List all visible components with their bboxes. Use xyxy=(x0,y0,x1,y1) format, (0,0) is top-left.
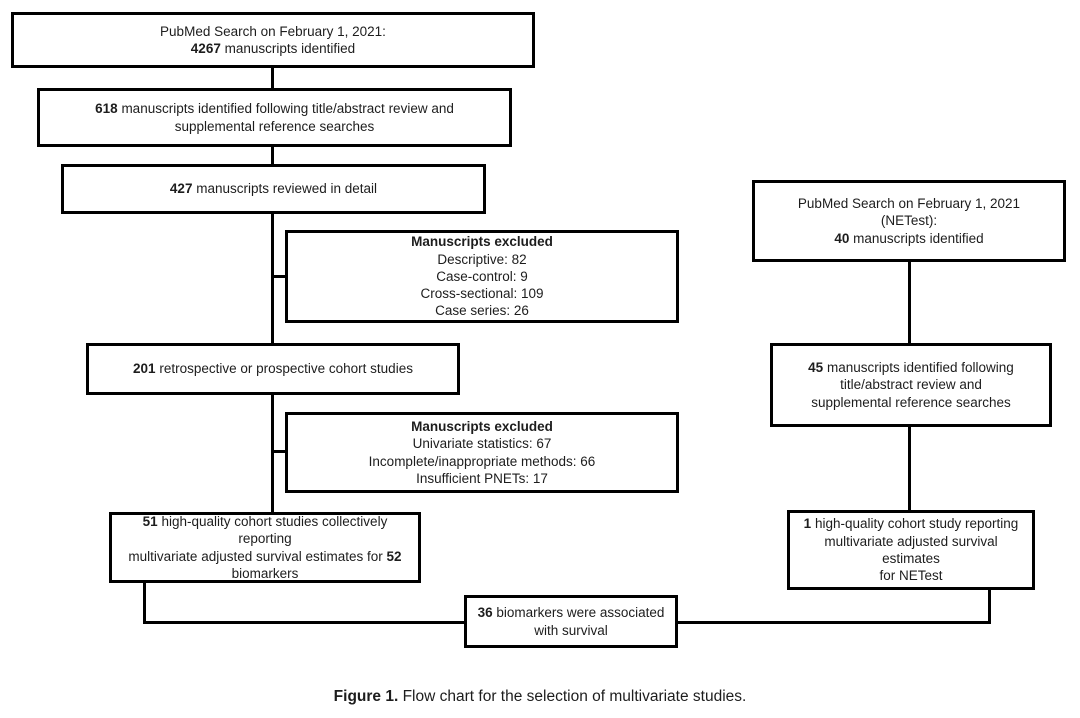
node-618-manuscripts: 618 manuscripts identified following tit… xyxy=(37,88,512,147)
node-line: for NETest xyxy=(879,568,943,584)
node-45-netest-manuscripts: 45 manuscripts identified following titl… xyxy=(770,343,1052,427)
node-line: multivariate adjusted survival estimates… xyxy=(128,548,402,564)
connector-45-to-netest1 xyxy=(908,425,911,512)
node-line: 40 manuscripts identified xyxy=(834,230,984,246)
node-line: 1 high-quality cohort study reporting xyxy=(803,516,1019,532)
node-line: (NETest): xyxy=(880,213,938,229)
node-line: supplemental reference searches xyxy=(174,118,375,134)
node-36-biomarkers: 36 biomarkers were associated with survi… xyxy=(464,595,678,648)
node-line: Cross-sectional: 109 xyxy=(420,286,544,302)
figure-caption: Figure 1. Flow chart for the selection o… xyxy=(0,688,1080,706)
node-line: title/abstract review and xyxy=(840,377,982,393)
node-header: Manuscripts excluded xyxy=(411,418,553,434)
node-line: Insufficient PNETs: 17 xyxy=(416,470,548,486)
node-line: biomarkers xyxy=(231,565,299,581)
node-line: 45 manuscripts identified following xyxy=(808,360,1014,376)
node-header: Manuscripts excluded xyxy=(411,234,553,250)
node-line: PubMed Search on February 1, 2021 xyxy=(797,196,1021,212)
node-line: Incomplete/inappropriate methods: 66 xyxy=(368,453,596,469)
node-1-netest-study: 1 high-quality cohort study reporting mu… xyxy=(787,510,1035,590)
node-manuscripts-excluded-2: Manuscripts excluded Univariate statisti… xyxy=(285,412,679,493)
node-201-cohort-studies: 201 retrospective or prospective cohort … xyxy=(86,343,460,395)
node-line: 4267 manuscripts identified xyxy=(190,41,356,56)
connector-201-to-51 xyxy=(271,393,274,514)
connector-left-to-36 xyxy=(143,621,466,624)
connector-branch-excluded-1 xyxy=(273,275,287,278)
node-line: 427 manuscripts reviewed in detail xyxy=(169,181,378,197)
connector-branch-excluded-2 xyxy=(273,450,287,453)
figure-caption-label: Figure 1. xyxy=(333,688,399,705)
connector-netest1-down xyxy=(988,588,991,624)
node-line: 618 manuscripts identified following tit… xyxy=(95,101,454,117)
node-pubmed-netest-search: PubMed Search on February 1, 2021 (NETes… xyxy=(752,180,1066,262)
node-line: multivariate adjusted survival estimates xyxy=(824,533,998,566)
node-line: supplemental reference searches xyxy=(811,394,1011,410)
node-51-high-quality-studies: 51 high-quality cohort studies collectiv… xyxy=(109,512,421,583)
connector-618-to-427 xyxy=(271,145,274,166)
node-pubmed-search: PubMed Search on February 1, 2021: 4267 … xyxy=(11,12,535,68)
figure-caption-text: Flow chart for the selection of multivar… xyxy=(402,688,747,705)
node-line: PubMed Search on February 1, 2021: xyxy=(160,23,386,39)
node-manuscripts-excluded-1: Manuscripts excluded Descriptive: 82 Cas… xyxy=(285,230,679,323)
node-427-reviewed: 427 manuscripts reviewed in detail xyxy=(61,164,486,214)
node-line: with survival xyxy=(534,622,608,638)
connector-51-down xyxy=(143,581,146,624)
node-line: Case series: 26 xyxy=(435,303,529,319)
node-line: Descriptive: 82 xyxy=(437,251,527,267)
node-line: 36 biomarkers were associated xyxy=(477,605,665,621)
connector-427-to-201 xyxy=(271,212,274,345)
connector-36-to-right xyxy=(676,621,991,624)
node-line: Univariate statistics: 67 xyxy=(412,436,552,452)
connector-pubmed-to-618 xyxy=(271,66,274,90)
node-line: 201 retrospective or prospective cohort … xyxy=(133,361,413,377)
connector-netestsearch-to-45 xyxy=(908,260,911,345)
node-line: Case-control: 9 xyxy=(436,268,528,284)
node-line: 51 high-quality cohort studies collectiv… xyxy=(142,513,388,547)
